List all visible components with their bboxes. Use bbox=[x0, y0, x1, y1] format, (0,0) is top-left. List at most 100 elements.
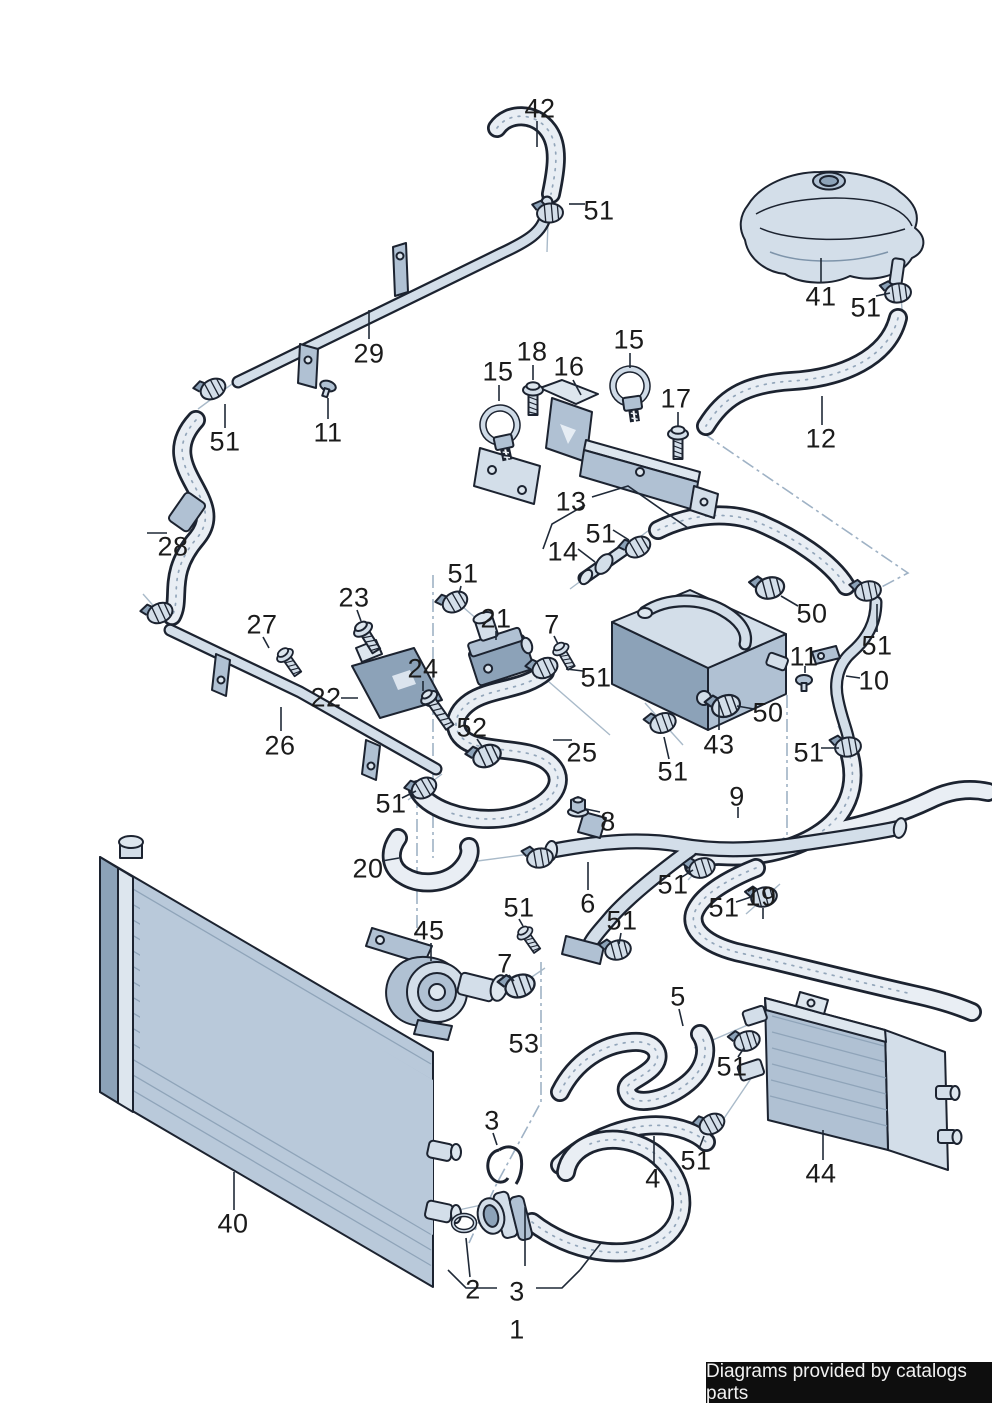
callout-label-50: 50 bbox=[752, 697, 784, 728]
hose-5 bbox=[550, 1024, 716, 1111]
leader-line-20 bbox=[381, 857, 400, 862]
pipe-26 bbox=[163, 623, 443, 781]
group-bracket-1 bbox=[447, 1207, 602, 1289]
hose-19 bbox=[683, 858, 982, 1022]
callout-label-51: 51 bbox=[708, 892, 740, 923]
leader-line-52 bbox=[476, 738, 484, 749]
leader-line-7 bbox=[508, 974, 515, 982]
bracket-16-assembly bbox=[473, 379, 719, 519]
hose-25 bbox=[408, 662, 568, 829]
callout-label-53: 53 bbox=[508, 1028, 540, 1059]
expansion-tank bbox=[739, 170, 925, 287]
hose-1-bottom bbox=[476, 1129, 692, 1263]
callout-label-51: 51 bbox=[583, 195, 615, 226]
callout-label-11: 11 bbox=[789, 641, 819, 672]
callout-label-2: 2 bbox=[465, 1274, 481, 1305]
leader-line-5 bbox=[678, 1008, 684, 1027]
hose-28 bbox=[162, 410, 216, 626]
callout-label-51: 51 bbox=[580, 662, 612, 693]
leader-line-51 bbox=[618, 932, 622, 945]
pipe-10 bbox=[811, 595, 883, 749]
callout-label-1: 1 bbox=[509, 1314, 525, 1345]
callout-label-51: 51 bbox=[447, 558, 479, 589]
leader-lines bbox=[147, 121, 891, 1278]
leader-line-51 bbox=[681, 869, 694, 878]
leader-line-51 bbox=[401, 790, 417, 799]
callout-label-16: 16 bbox=[553, 351, 585, 382]
leader-line-10 bbox=[845, 675, 861, 679]
leader-line-50 bbox=[780, 595, 799, 607]
oil-cooler bbox=[611, 589, 789, 731]
leader-line-51 bbox=[735, 896, 752, 903]
leader-line-2 bbox=[465, 1237, 471, 1278]
radiator-filler-neck bbox=[118, 835, 144, 859]
hose-13-upper bbox=[648, 505, 856, 596]
leader-line-51 bbox=[698, 1135, 705, 1150]
callout-label-51: 51 bbox=[861, 630, 893, 661]
coolant-valve-21 bbox=[467, 610, 535, 687]
group-bracket-13 bbox=[542, 485, 689, 550]
callout-label-14: 14 bbox=[547, 536, 579, 567]
o-ring-2 bbox=[450, 1212, 478, 1234]
callout-label-7: 7 bbox=[544, 609, 560, 640]
leader-line-14 bbox=[577, 548, 596, 563]
callout-label-8: 8 bbox=[600, 806, 616, 837]
leader-line-51 bbox=[518, 918, 524, 927]
connector-14 bbox=[577, 543, 631, 586]
radiator-main bbox=[99, 835, 462, 1288]
callout-label-51: 51 bbox=[606, 905, 638, 936]
callout-label-24: 24 bbox=[407, 653, 439, 684]
leader-line-51 bbox=[737, 1047, 745, 1058]
callout-label-7: 7 bbox=[497, 948, 513, 979]
retaining-clip-3 bbox=[486, 1145, 524, 1185]
watermark-bar: Diagrams provided by catalogs parts bbox=[706, 1360, 992, 1403]
callout-label-6: 6 bbox=[580, 888, 596, 919]
callout-label-13: 13 bbox=[555, 486, 587, 517]
callout-label-51: 51 bbox=[657, 756, 689, 787]
callout-label-51: 51 bbox=[375, 788, 407, 819]
leader-line-8 bbox=[585, 808, 601, 813]
callout-label-26: 26 bbox=[264, 730, 296, 761]
callout-label-51: 51 bbox=[793, 737, 825, 768]
leader-line-3 bbox=[492, 1132, 498, 1146]
leader-line-23 bbox=[356, 609, 362, 622]
callout-label-27: 27 bbox=[246, 609, 278, 640]
callout-label-23: 23 bbox=[338, 582, 370, 613]
callout-label-43: 43 bbox=[703, 729, 735, 760]
leader-line-51 bbox=[663, 736, 670, 760]
callout-label-45: 45 bbox=[413, 915, 445, 946]
leader-line-51 bbox=[565, 668, 584, 672]
callout-label-51: 51 bbox=[716, 1051, 748, 1082]
callout-label-9: 9 bbox=[729, 781, 745, 812]
callout-label-22: 22 bbox=[310, 682, 342, 713]
leader-line-27 bbox=[262, 636, 270, 649]
leader-line-51 bbox=[875, 292, 891, 297]
hose-1-connector bbox=[476, 1190, 534, 1241]
callout-label-11: 11 bbox=[313, 417, 343, 448]
callout-label-29: 29 bbox=[353, 338, 385, 369]
callout-label-15: 15 bbox=[482, 356, 514, 387]
callout-label-41: 41 bbox=[805, 281, 837, 312]
watermark-text: Diagrams provided by catalogs parts bbox=[706, 1360, 967, 1403]
callout-label-15: 15 bbox=[613, 324, 645, 355]
callout-label-4: 4 bbox=[645, 1163, 661, 1194]
callout-label-51: 51 bbox=[503, 892, 535, 923]
callout-label-3: 3 bbox=[484, 1105, 500, 1136]
callout-label-51: 51 bbox=[209, 426, 241, 457]
callout-label-21: 21 bbox=[480, 603, 512, 634]
hose-12 bbox=[696, 308, 908, 436]
callout-label-5: 5 bbox=[670, 981, 686, 1012]
y-pipe-6 bbox=[543, 796, 908, 965]
callout-label-25: 25 bbox=[566, 737, 598, 768]
callout-label-18: 18 bbox=[516, 336, 548, 367]
water-pump bbox=[365, 927, 509, 1041]
callout-label-3: 3 bbox=[509, 1276, 525, 1307]
leader-line-7 bbox=[553, 635, 559, 645]
leader-line-50 bbox=[736, 705, 755, 710]
hose-42 bbox=[487, 106, 566, 204]
callout-label-10: 10 bbox=[858, 665, 890, 696]
callout-label-17: 17 bbox=[660, 383, 692, 414]
